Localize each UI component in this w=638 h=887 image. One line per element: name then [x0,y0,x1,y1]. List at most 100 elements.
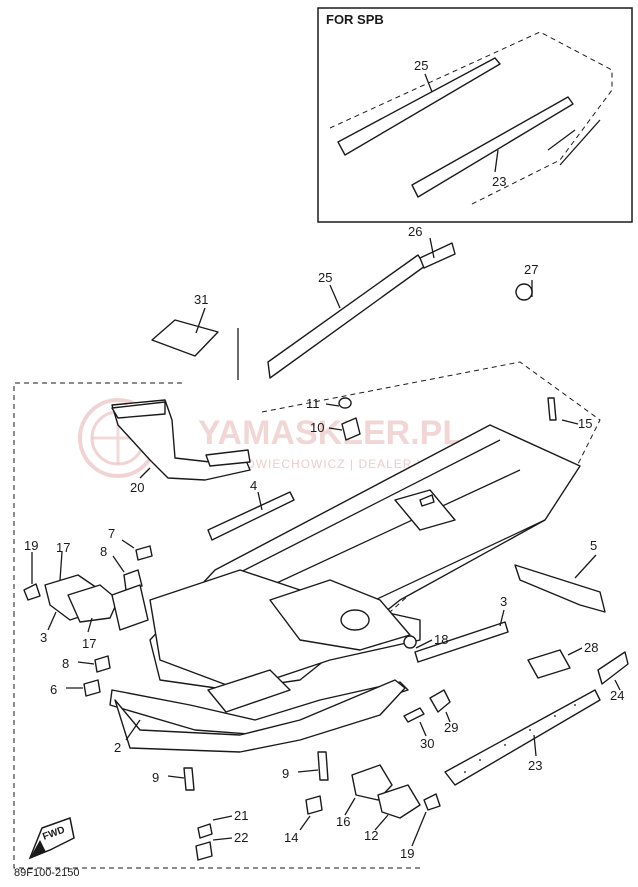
callout-21: 21 [234,808,248,823]
callout-15: 15 [578,416,592,431]
callout-18: 18 [434,632,448,647]
seat-trim-25 [267,254,426,379]
callout-8-upper: 8 [100,544,107,559]
leader-29 [445,711,451,723]
bolt-19-left [23,583,41,601]
leader-25 [329,284,341,309]
frame-bracket-upper [394,489,456,531]
leader-19-right [411,811,427,847]
callout-17-b: 17 [82,636,96,651]
callout-31: 31 [194,292,208,307]
frame-cross-member [207,669,291,713]
gasket-17-lower [67,584,119,623]
diagram-code: 89F100-2150 [14,867,79,879]
callout-19-left: 19 [24,538,38,553]
handle-bracket-top [111,401,166,419]
leader-14 [299,815,311,831]
callout-24: 24 [610,688,624,703]
callout-28: 28 [584,640,598,655]
bolt-19-right [423,793,441,811]
inset-label-25: 25 [414,58,428,73]
leader-21-22 [212,815,233,841]
callout-22: 22 [234,830,248,845]
callout-10: 10 [310,420,324,435]
collar-6 [83,679,101,697]
leader-2 [125,719,141,741]
sticker-31 [151,319,219,357]
collar-18 [403,635,417,649]
leader-31 [195,307,206,334]
leader-4 [257,491,263,511]
frame-lower-rail [109,681,409,736]
callout-3-right: 3 [500,594,507,609]
callout-4: 4 [250,478,257,493]
leader-8-lower [77,661,95,665]
leader-23 [533,734,537,757]
leader-24 [614,679,621,691]
nut-11 [338,397,352,409]
leader-9-left [167,775,185,779]
watermark-subtitle: OLSZOWIECHOWICZ | DEALER YAMAHA [210,457,472,471]
strip-texture [464,704,576,773]
leader-7 [121,539,135,549]
bolt-9-left [183,767,195,791]
mount-3-left [111,584,149,631]
handle-bracket-bottom [205,449,251,467]
grommet-27 [515,283,533,301]
leader-9-center [297,769,319,773]
leader-3-right [499,609,505,627]
callout-5: 5 [590,538,597,553]
callout-14: 14 [284,830,298,845]
callout-23: 23 [528,758,542,773]
callout-9-center: 9 [282,766,289,781]
leader-5 [574,554,597,579]
screw-30 [403,707,425,723]
rail-bracket-4 [207,491,295,541]
callout-16: 16 [336,814,350,829]
trim-strip-24 [597,651,629,685]
leader-30 [419,721,427,737]
inset-label-23: 23 [492,174,506,189]
inset-seat-outline [329,31,613,206]
collar-8-lower [94,655,111,673]
callout-12: 12 [364,828,378,843]
callout-9-left: 9 [152,770,159,785]
bracket-12 [377,784,421,819]
leader-11 [325,403,340,407]
grab-handle-20 [111,399,251,481]
callout-27: 27 [524,262,538,277]
seat-trim-26 [419,242,456,269]
leader-15 [561,419,579,425]
callout-7: 7 [108,526,115,541]
subassembly-dashed-box [13,382,182,612]
leader-18 [415,639,433,649]
trim-strip-23 [444,689,601,786]
callout-30: 30 [420,736,434,751]
lower-dashed-box [13,612,420,869]
leader-17-b [87,617,93,633]
fwd-arrow-icon [28,817,75,860]
washer-21 [197,823,213,839]
callout-2: 2 [114,740,121,755]
callout-20: 20 [130,480,144,495]
inset-trim-strip-23 [411,96,574,198]
leader-17-a [59,551,63,581]
callout-19-right: 19 [400,846,414,861]
sticker-28 [527,649,571,679]
rail-bracket-5 [514,564,606,613]
callout-26: 26 [408,224,422,239]
washer-7 [135,545,153,561]
inset-seat-edge [547,119,601,166]
leader-20 [139,467,151,479]
frame-skid [114,679,406,753]
leader-8-upper [112,555,125,573]
leader-12 [374,814,389,831]
callout-25: 25 [318,270,332,285]
leader-3-left [47,611,57,631]
callout-11: 11 [306,396,320,411]
bracket-10 [341,417,361,441]
inset-leader-25 [424,73,433,93]
bolt-9-center [317,751,329,781]
